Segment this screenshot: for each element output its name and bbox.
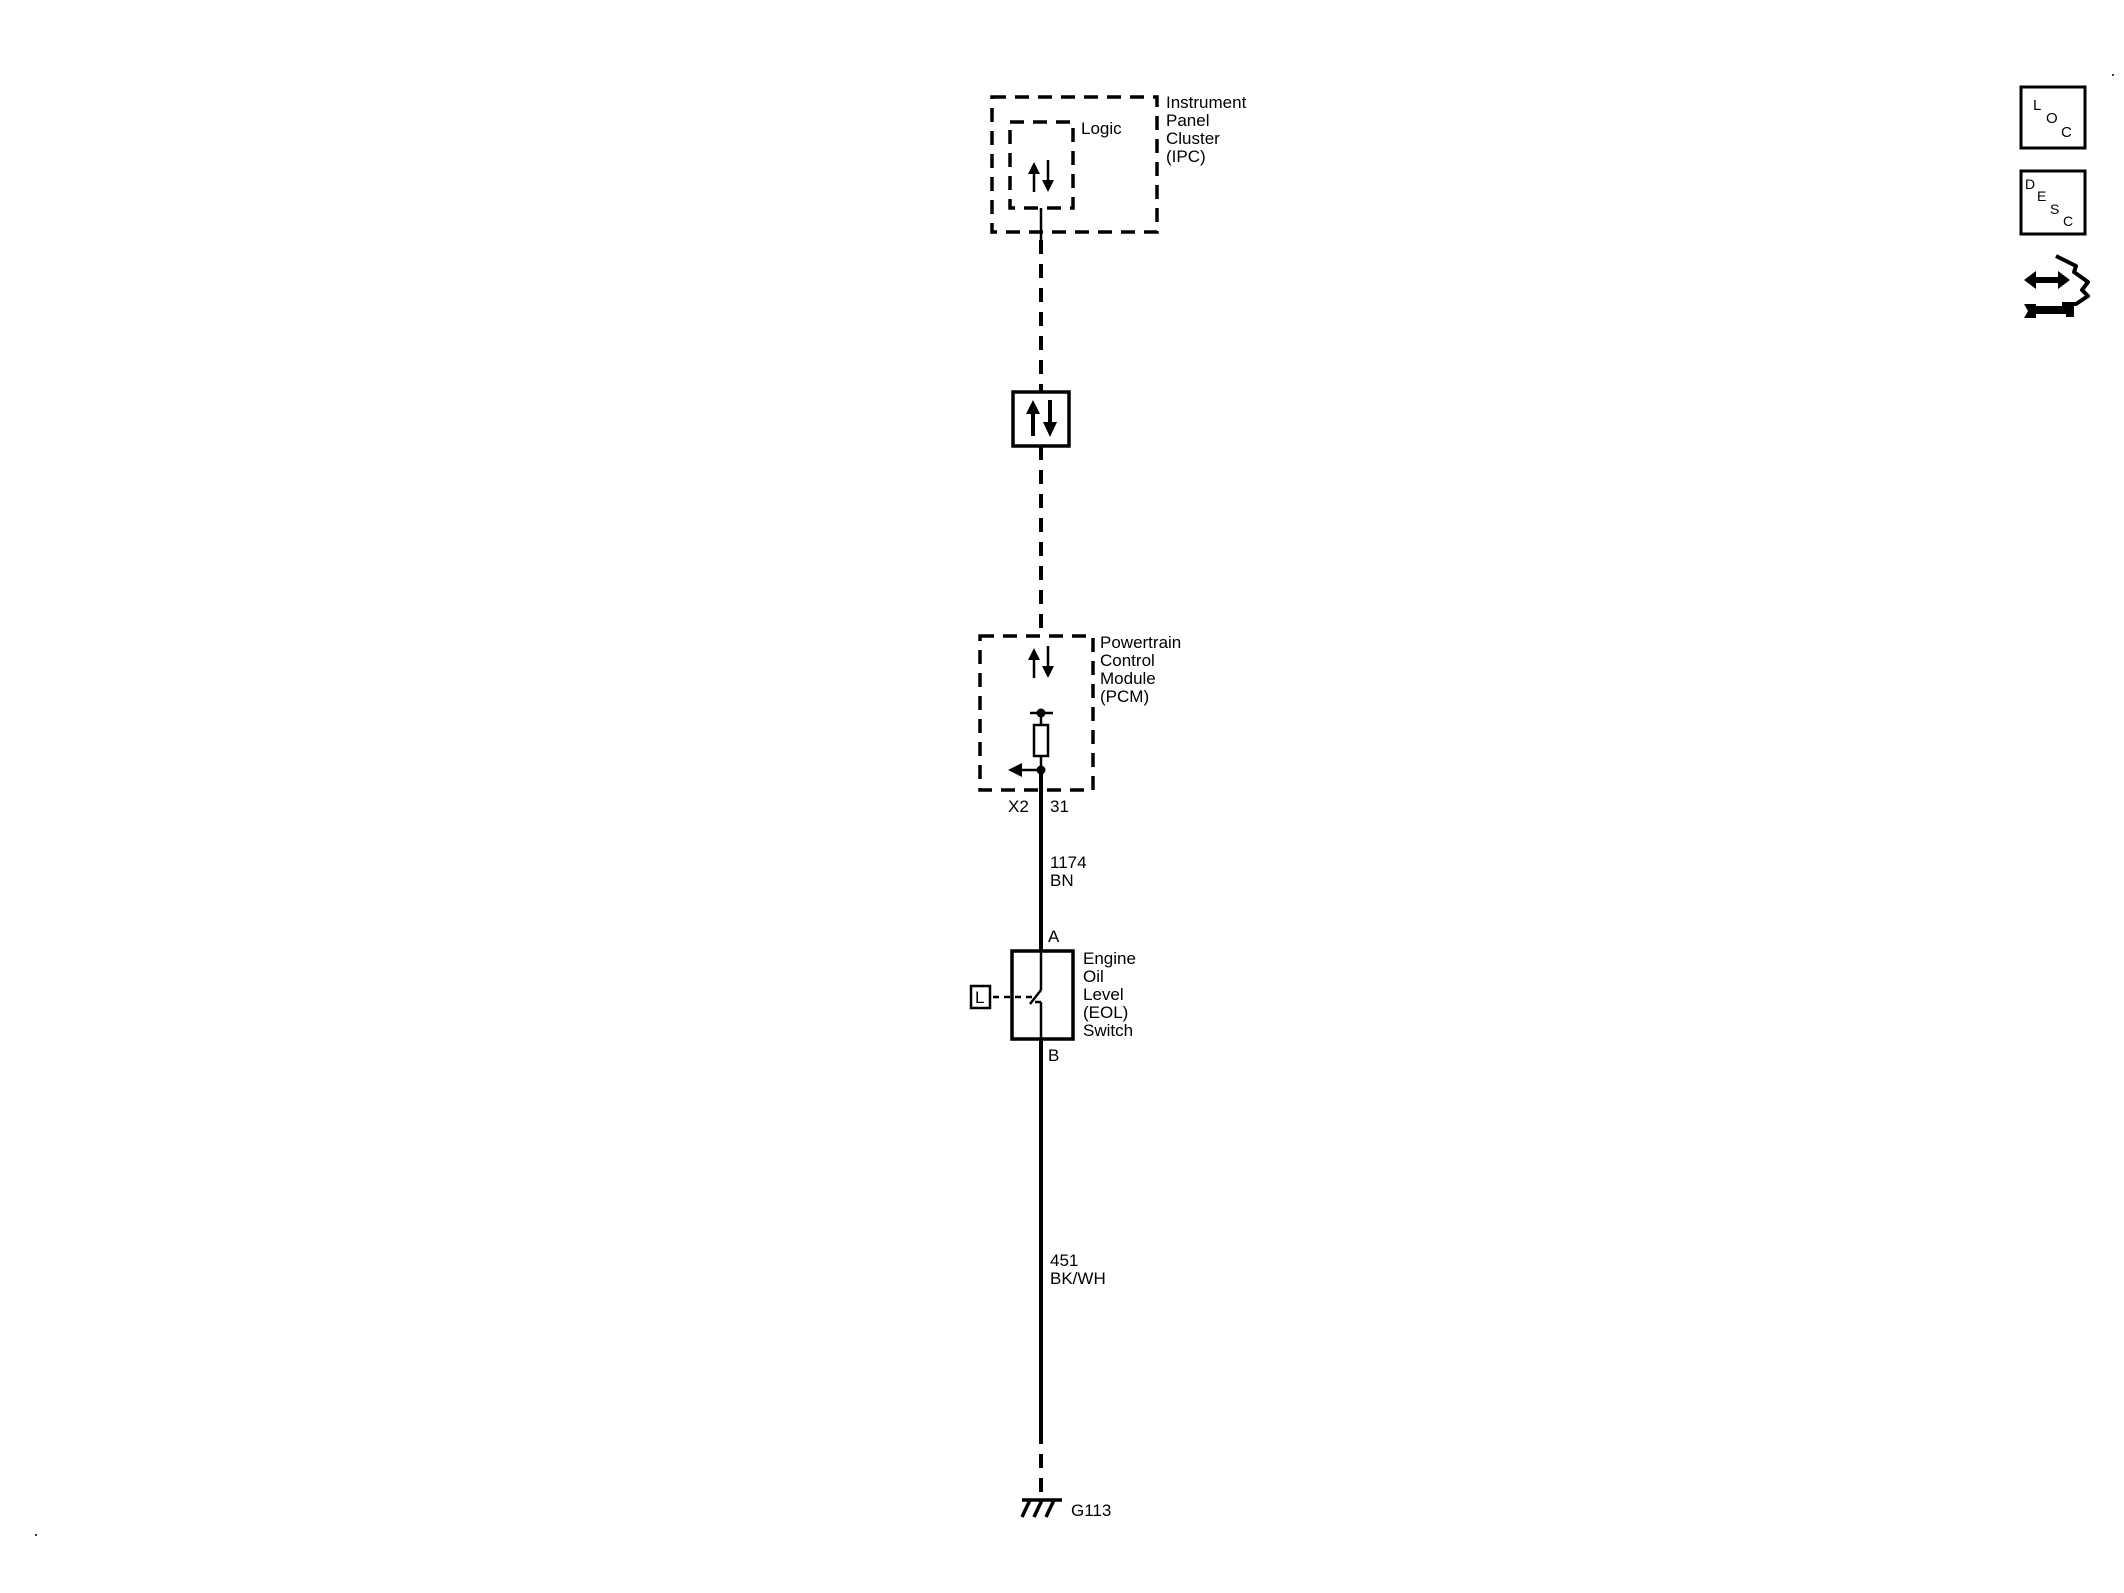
logic-label: Logic [1081,119,1122,138]
level-indicator-label: L [975,988,984,1007]
loc-button[interactable]: L O C [2019,85,2087,150]
logic-block-outline [1008,120,1075,210]
ground-label: G113 [1071,1501,1111,1520]
wire-1174-circuit: 1174 [1050,853,1087,872]
pcm-module[interactable]: Powertrain Control Module (PCM) [978,633,1181,792]
pcm-label-line-2: Control [1100,651,1155,670]
eol-label-line-4: (EOL) [1083,1003,1128,1022]
serial-data-box[interactable] [1011,390,1071,448]
level-indicator-box[interactable]: L [969,984,992,1010]
serial-data-outline [1011,390,1071,448]
ipc-module[interactable]: Logic Instrument Panel Cluster (IPC) [990,93,1247,234]
pcm-outline [978,634,1095,792]
desc-letter-2: E [2037,188,2046,204]
desc-letter-1: D [2025,176,2035,192]
pcm-bidirectional-arrow-icon [1028,646,1054,678]
loc-icon [2019,85,2087,150]
level-indicator-outline [969,984,992,1010]
ipc-outline [990,95,1159,234]
switch-contact-icon [1029,951,1043,1039]
communication-tool-icon[interactable] [2024,254,2090,318]
eol-label-line-1: Engine [1083,949,1136,968]
wire-451-color: BK/WH [1050,1269,1106,1288]
desc-letter-4: C [2063,213,2073,229]
pcm-label-line-1: Powertrain [1100,633,1181,652]
stray-dot [2112,74,2114,76]
pcm-label-line-4: (PCM) [1100,687,1149,706]
ipc-label-line-1: Instrument [1166,93,1247,112]
ipc-label-line-3: Cluster [1166,129,1220,148]
pcm-connector-label: X2 [1008,797,1029,816]
wire-451-circuit: 451 [1050,1251,1078,1270]
desc-letter-3: S [2050,201,2059,217]
loc-letter-2: O [2046,110,2058,127]
serial-data-arrow-icon [1026,400,1057,437]
eol-terminal-b: B [1048,1046,1059,1065]
desc-icon [2019,169,2087,236]
eol-terminal-a: A [1048,927,1060,946]
ipc-label-line-4: (IPC) [1166,147,1206,166]
eol-label-line-3: Level [1083,985,1124,1004]
stray-dot [35,1534,37,1536]
loc-letter-1: L [2033,97,2041,114]
wire-1174-color: BN [1050,871,1074,890]
pcm-label-line-3: Module [1100,669,1156,688]
ground-symbol-icon[interactable] [1020,1498,1062,1518]
desc-button[interactable]: D E S C [2019,169,2087,236]
eol-label-line-5: Switch [1083,1021,1133,1040]
logic-bidirectional-arrow-icon [1028,160,1054,192]
pull-up-resistor-icon [1008,708,1053,777]
eol-switch-outline [1010,949,1075,1041]
ipc-label-line-2: Panel [1166,111,1209,130]
eol-switch[interactable] [993,949,1075,1041]
eol-label-line-2: Oil [1083,967,1104,986]
loc-letter-3: C [2061,124,2072,141]
pcm-pin-label: 31 [1050,797,1069,816]
